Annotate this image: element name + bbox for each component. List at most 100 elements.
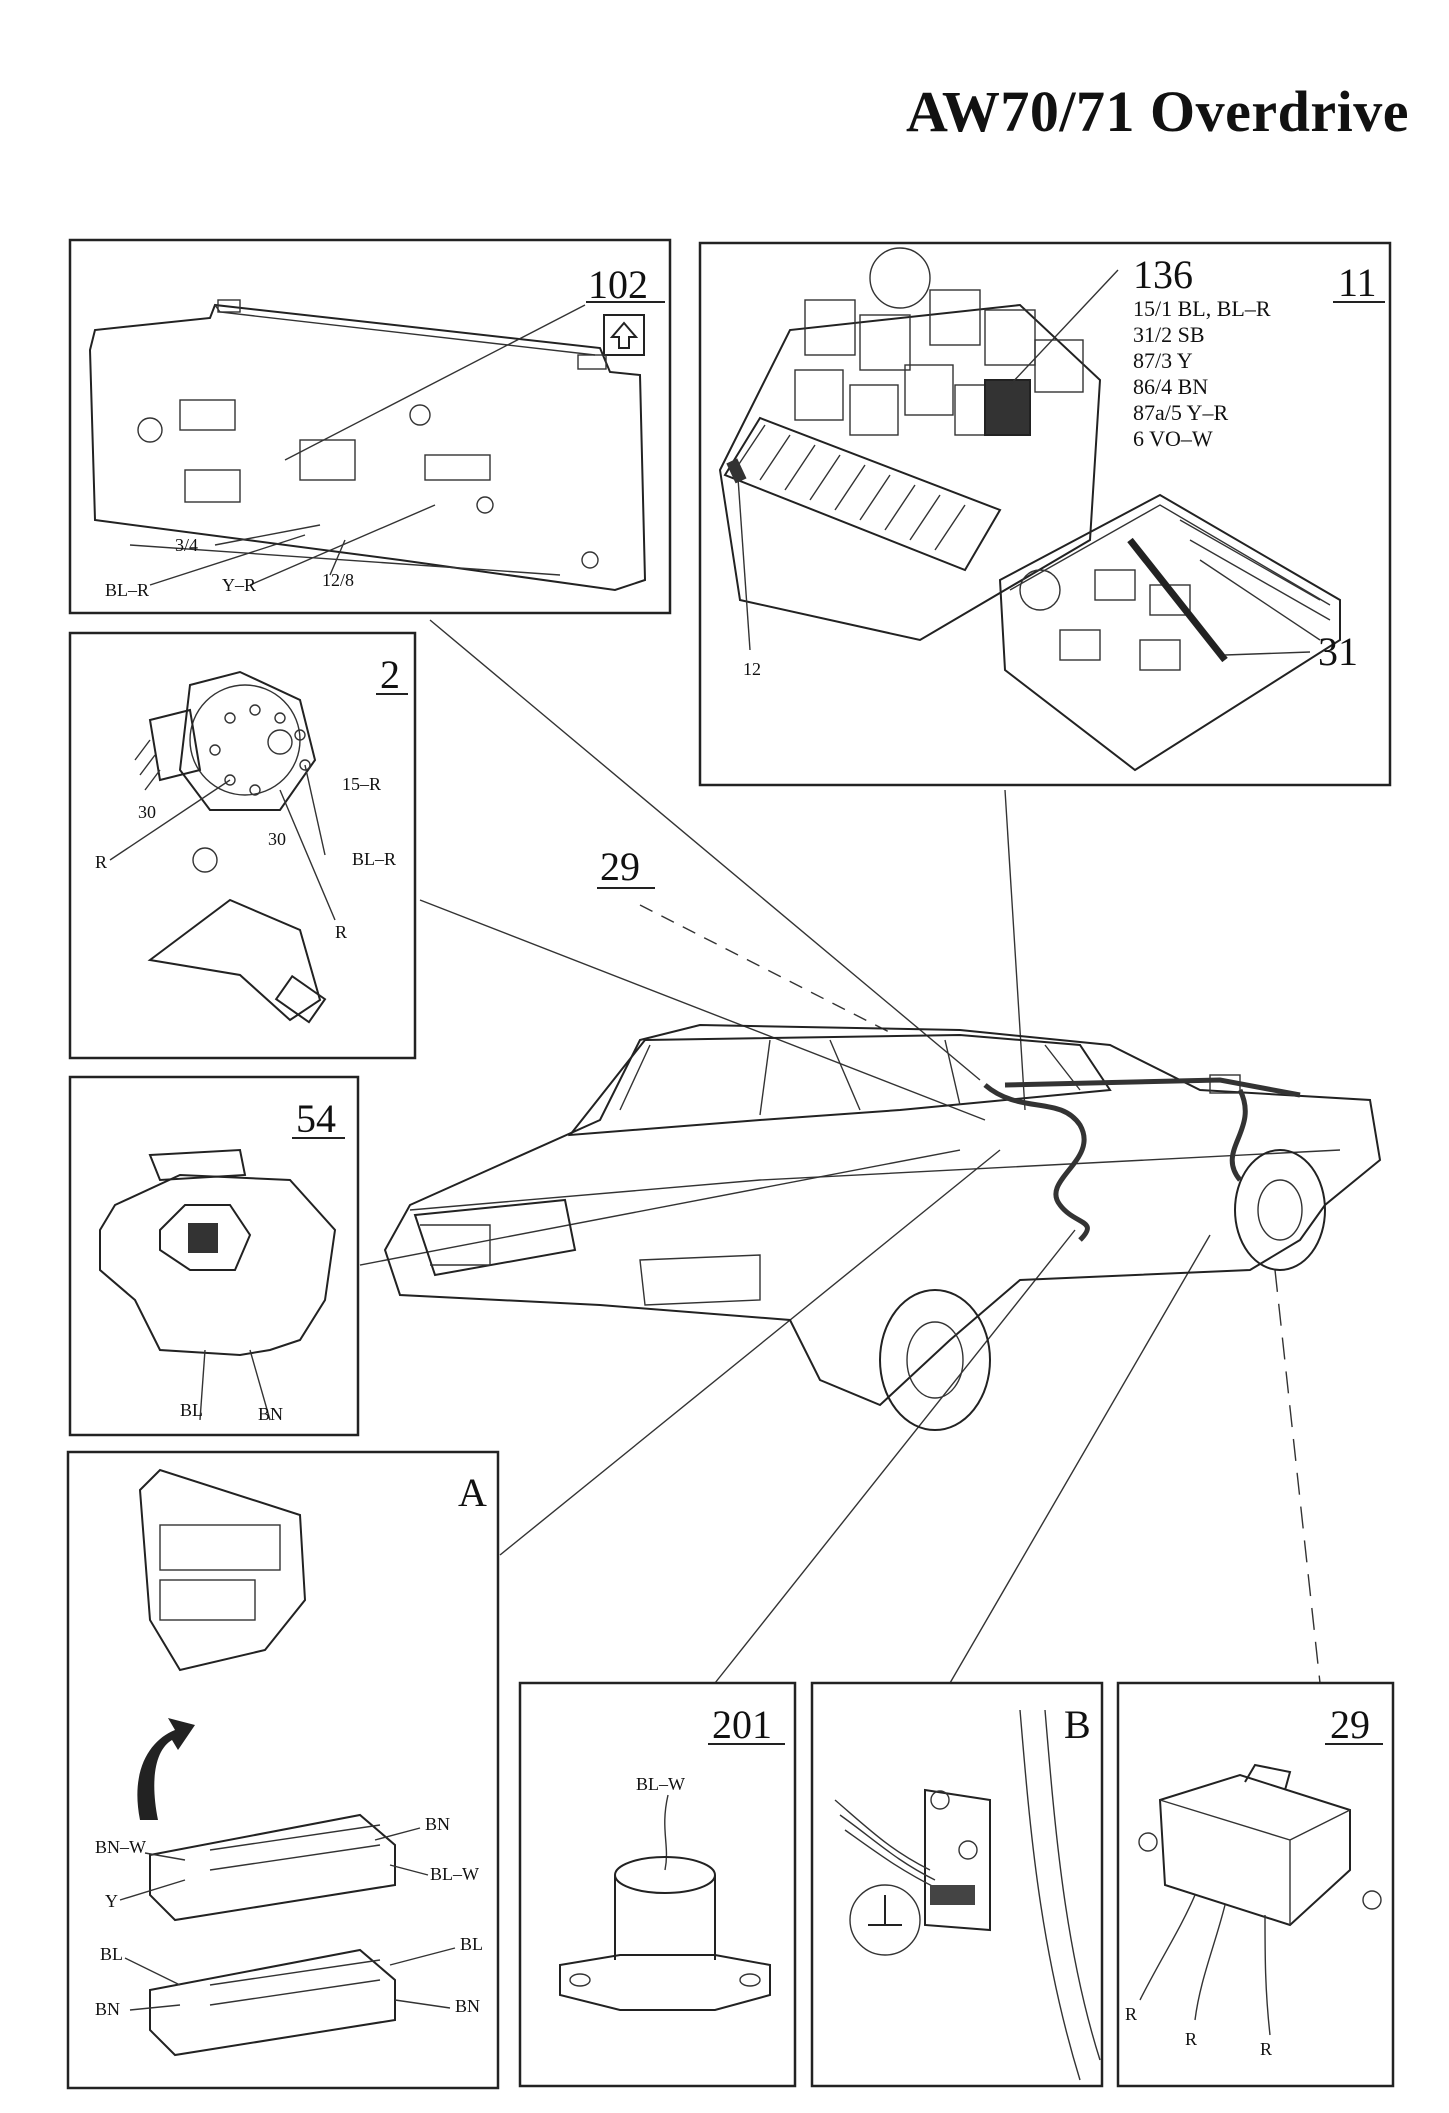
leader-31 xyxy=(1224,651,1311,656)
leader-lines xyxy=(359,619,1321,1684)
leader-2 xyxy=(419,899,986,1121)
relay-block xyxy=(718,303,1102,642)
leader-54-bl xyxy=(199,1349,206,1421)
switch-housing xyxy=(178,670,317,811)
switch-label-r2: R xyxy=(335,922,347,942)
leader-a-bnw xyxy=(144,1852,186,1861)
diag-connector-top xyxy=(149,1813,396,1922)
connector-upper-left xyxy=(179,399,236,431)
leader-54-bn xyxy=(249,1349,271,1421)
leader-a-bn-left xyxy=(129,2004,181,2011)
leader-a-blw xyxy=(389,1864,429,1876)
relay-3 xyxy=(929,289,981,346)
relay-pin-3: 87/3 Y xyxy=(1133,348,1193,373)
leader-29-dashed xyxy=(1274,1269,1321,1684)
wire-label-yr: Y–R xyxy=(222,575,256,595)
conn-a-label-bn: BN xyxy=(425,1814,450,1834)
panel-102: 102 3/4 BL–R Y–R 12/8 xyxy=(68,238,672,615)
sensor-bolt-left xyxy=(569,1973,591,1987)
leader-a-bl-left xyxy=(124,1957,181,1986)
leader-2-blr xyxy=(304,764,326,856)
panel-54-frame xyxy=(68,1075,360,1437)
control-unit-label-r1: R xyxy=(1125,2004,1137,2024)
leader-102-internal xyxy=(284,304,586,461)
connector-lower-left xyxy=(184,469,241,503)
leader-128 xyxy=(329,539,346,576)
leader-11 xyxy=(1004,789,1026,1111)
leader-fuse-12 xyxy=(737,477,751,651)
leader-a-bl-right xyxy=(389,1947,456,1966)
panel-a: A BN–W Y BN BL–W BL BN BL BN xyxy=(66,1450,500,2090)
diag-connector-bottom xyxy=(149,1948,396,2057)
car-wiring-harness xyxy=(983,1083,1090,1242)
fuse-box-rim xyxy=(1009,504,1331,606)
ground-bolt-mid xyxy=(958,1840,978,1860)
car-front-hub xyxy=(1257,1179,1303,1241)
ground-panel-edge xyxy=(1019,1709,1101,2081)
leader-a-bn xyxy=(374,1827,421,1841)
conn-a-label-blw: BL–W xyxy=(430,1864,479,1884)
relay-4 xyxy=(984,309,1036,366)
ground-bracket xyxy=(924,1788,991,1932)
wire-label-128: 12/8 xyxy=(322,570,354,590)
fuse-strip-slots xyxy=(734,424,966,551)
conn-a-label-bnw: BN–W xyxy=(95,1837,146,1857)
relay-pin-4: 86/4 BN xyxy=(1133,374,1208,399)
ground-terminal xyxy=(930,1885,975,1905)
panel-11-number: 11 xyxy=(1338,260,1377,305)
relay-pin-5: 87a/5 Y–R xyxy=(1133,400,1228,425)
relay-1 xyxy=(804,299,856,356)
switch-label-r: R xyxy=(95,852,107,872)
switch-label-15r: 15–R xyxy=(342,774,381,794)
panel-2: 2 30 15–R R 30 BL–R R xyxy=(68,631,417,1060)
ignition-lock-cylinder xyxy=(147,898,322,1022)
switch-label-blr: BL–R xyxy=(352,849,396,869)
panel-2-number: 2 xyxy=(380,652,400,697)
control-unit-tab xyxy=(1244,1763,1292,1791)
cluster-tab-right xyxy=(577,354,607,370)
leader-201 xyxy=(714,1229,1076,1684)
car-roof-window xyxy=(567,1033,1112,1137)
leader-54 xyxy=(359,1149,961,1266)
fuse-box-relay-4 xyxy=(1139,639,1181,671)
leader-136 xyxy=(1009,269,1119,386)
panel-201: 201 BL–W xyxy=(518,1681,797,2088)
car-trunk-lid xyxy=(413,1198,577,1277)
screw-1 xyxy=(137,417,163,443)
sensor-wire-label: BL–W xyxy=(636,1774,685,1794)
mount-ear-right xyxy=(1362,1890,1382,1910)
relay-8 xyxy=(904,364,954,416)
car-callout-29: 29 xyxy=(600,844,640,889)
control-unit-box xyxy=(1158,1773,1351,1927)
leader-102 xyxy=(429,619,981,1081)
ground-symbol-circle xyxy=(849,1884,921,1956)
leader-a xyxy=(499,1149,1001,1556)
fuse-box-rows xyxy=(1179,519,1331,641)
cluster-tab-left xyxy=(217,299,241,313)
relay-6 xyxy=(794,369,844,421)
relay-2 xyxy=(859,314,911,371)
panel-2-frame xyxy=(68,631,417,1060)
selector-contact xyxy=(188,1223,218,1253)
conn-a-label-bl-right: BL xyxy=(460,1934,483,1954)
car-front-wheel xyxy=(1234,1149,1326,1271)
panel-11-frame xyxy=(698,241,1392,787)
car-beltline xyxy=(409,1149,1341,1211)
leader-2-r2 xyxy=(279,789,336,921)
curved-arrow-icon xyxy=(137,1718,195,1820)
panel-29: 29 R R R xyxy=(1116,1681,1395,2088)
switch-label-30b: 30 xyxy=(268,829,286,849)
leader-a-bn-right xyxy=(394,1999,451,2009)
relay-pin-2: 31/2 SB xyxy=(1133,322,1205,347)
car-body-outline xyxy=(383,1023,1382,1407)
instrument-cluster xyxy=(88,303,647,592)
switch-label-30a: 30 xyxy=(138,802,156,822)
car-wiring-harness-front xyxy=(1004,1077,1301,1182)
conn-a-label-bn-left: BN xyxy=(95,1999,120,2019)
screw-3 xyxy=(476,496,494,514)
relay-pin-list: 15/1 BL, BL–R 31/2 SB 87/3 Y 86/4 BN 87a… xyxy=(1133,296,1271,451)
arrow-up-box xyxy=(603,314,645,356)
relay-pin-1: 15/1 BL, BL–R xyxy=(1133,296,1271,321)
lock-connector xyxy=(192,847,218,873)
